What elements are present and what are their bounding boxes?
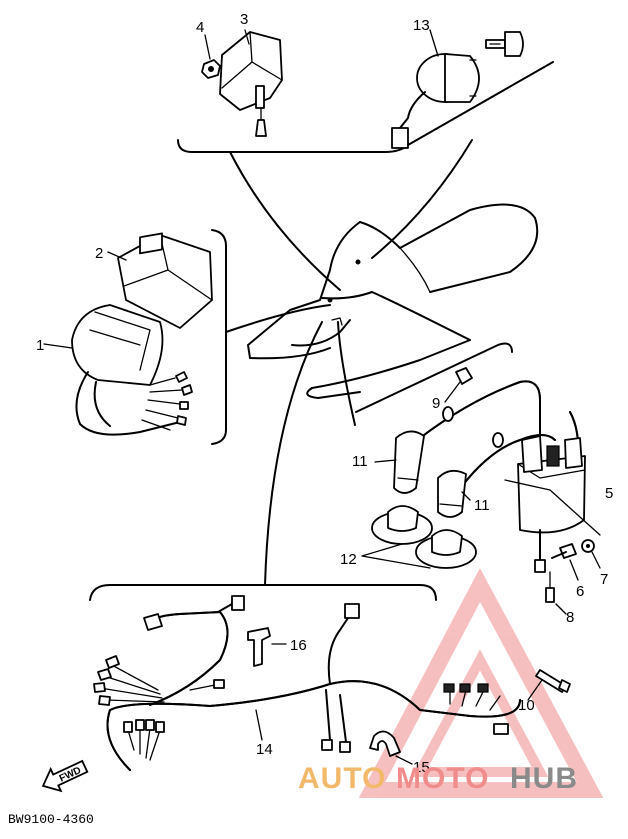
part-3-regulator bbox=[219, 29, 283, 137]
bracket-ignition bbox=[355, 342, 513, 413]
forward-label: FWD bbox=[58, 765, 83, 785]
part-13-main-switch bbox=[391, 29, 524, 149]
group-top bbox=[177, 29, 554, 291]
harness-fan-left bbox=[93, 655, 225, 706]
part-1-cdi-unit bbox=[43, 304, 193, 436]
group-left bbox=[43, 229, 331, 445]
callout-8: 8 bbox=[566, 609, 574, 626]
callout-11a: 11 bbox=[352, 453, 368, 470]
callout-4: 4 bbox=[196, 19, 204, 36]
callout-5: 5 bbox=[605, 485, 613, 502]
harness-fan-bottom bbox=[123, 719, 165, 761]
watermark-auto: AUTO bbox=[298, 762, 386, 795]
part-12-rubber-boots bbox=[361, 505, 477, 569]
part-6-bolt bbox=[551, 543, 579, 581]
part-8-connector bbox=[545, 571, 567, 615]
watermark-hub: HUB bbox=[510, 762, 578, 795]
forward-arrow-icon: FWD bbox=[41, 759, 89, 793]
part-11-plug-cap-a bbox=[374, 406, 454, 494]
callout-14: 14 bbox=[256, 741, 273, 758]
part-7-washer bbox=[581, 539, 601, 569]
callout-13: 13 bbox=[413, 17, 430, 34]
callout-15: 15 bbox=[413, 759, 430, 776]
leader-top-left bbox=[229, 151, 341, 291]
callout-6: 6 bbox=[576, 583, 584, 600]
callout-1: 1 bbox=[36, 337, 44, 354]
part-11-plug-cap-b bbox=[437, 432, 504, 518]
watermark-logo bbox=[358, 567, 604, 798]
part-2-cdi-cover bbox=[107, 232, 213, 329]
callout-3: 3 bbox=[240, 11, 248, 28]
callout-2: 2 bbox=[95, 245, 103, 262]
part-5-ignition-coil bbox=[504, 435, 601, 573]
callout-12: 12 bbox=[340, 551, 357, 568]
part-9-clip bbox=[444, 367, 473, 403]
watermark-moto: MOTO bbox=[396, 762, 489, 795]
group-ignition bbox=[337, 321, 601, 615]
watermark-text: AUTO MOTO HUB bbox=[298, 762, 578, 795]
leader-ignition bbox=[337, 321, 356, 426]
leader-left bbox=[225, 304, 331, 333]
callout-11b: 11 bbox=[474, 497, 490, 514]
part-15-clamp bbox=[369, 730, 413, 765]
leader-14 bbox=[255, 709, 263, 741]
bracket-left bbox=[211, 229, 227, 445]
bracket-bottom bbox=[89, 584, 437, 601]
part-16-band bbox=[247, 627, 287, 667]
callout-7: 7 bbox=[600, 571, 608, 588]
harness-end-right bbox=[443, 683, 509, 735]
part-4-nut bbox=[201, 34, 221, 79]
callout-10: 10 bbox=[518, 697, 535, 714]
callout-16: 16 bbox=[290, 637, 307, 654]
callout-9: 9 bbox=[432, 395, 440, 412]
part-10-tie bbox=[527, 669, 571, 701]
group-harness bbox=[89, 321, 571, 771]
diagram-code: BW9100-4360 bbox=[8, 812, 94, 827]
leader-bottom bbox=[264, 321, 323, 586]
chassis-frame bbox=[247, 203, 539, 399]
leader-top-right bbox=[371, 139, 473, 259]
